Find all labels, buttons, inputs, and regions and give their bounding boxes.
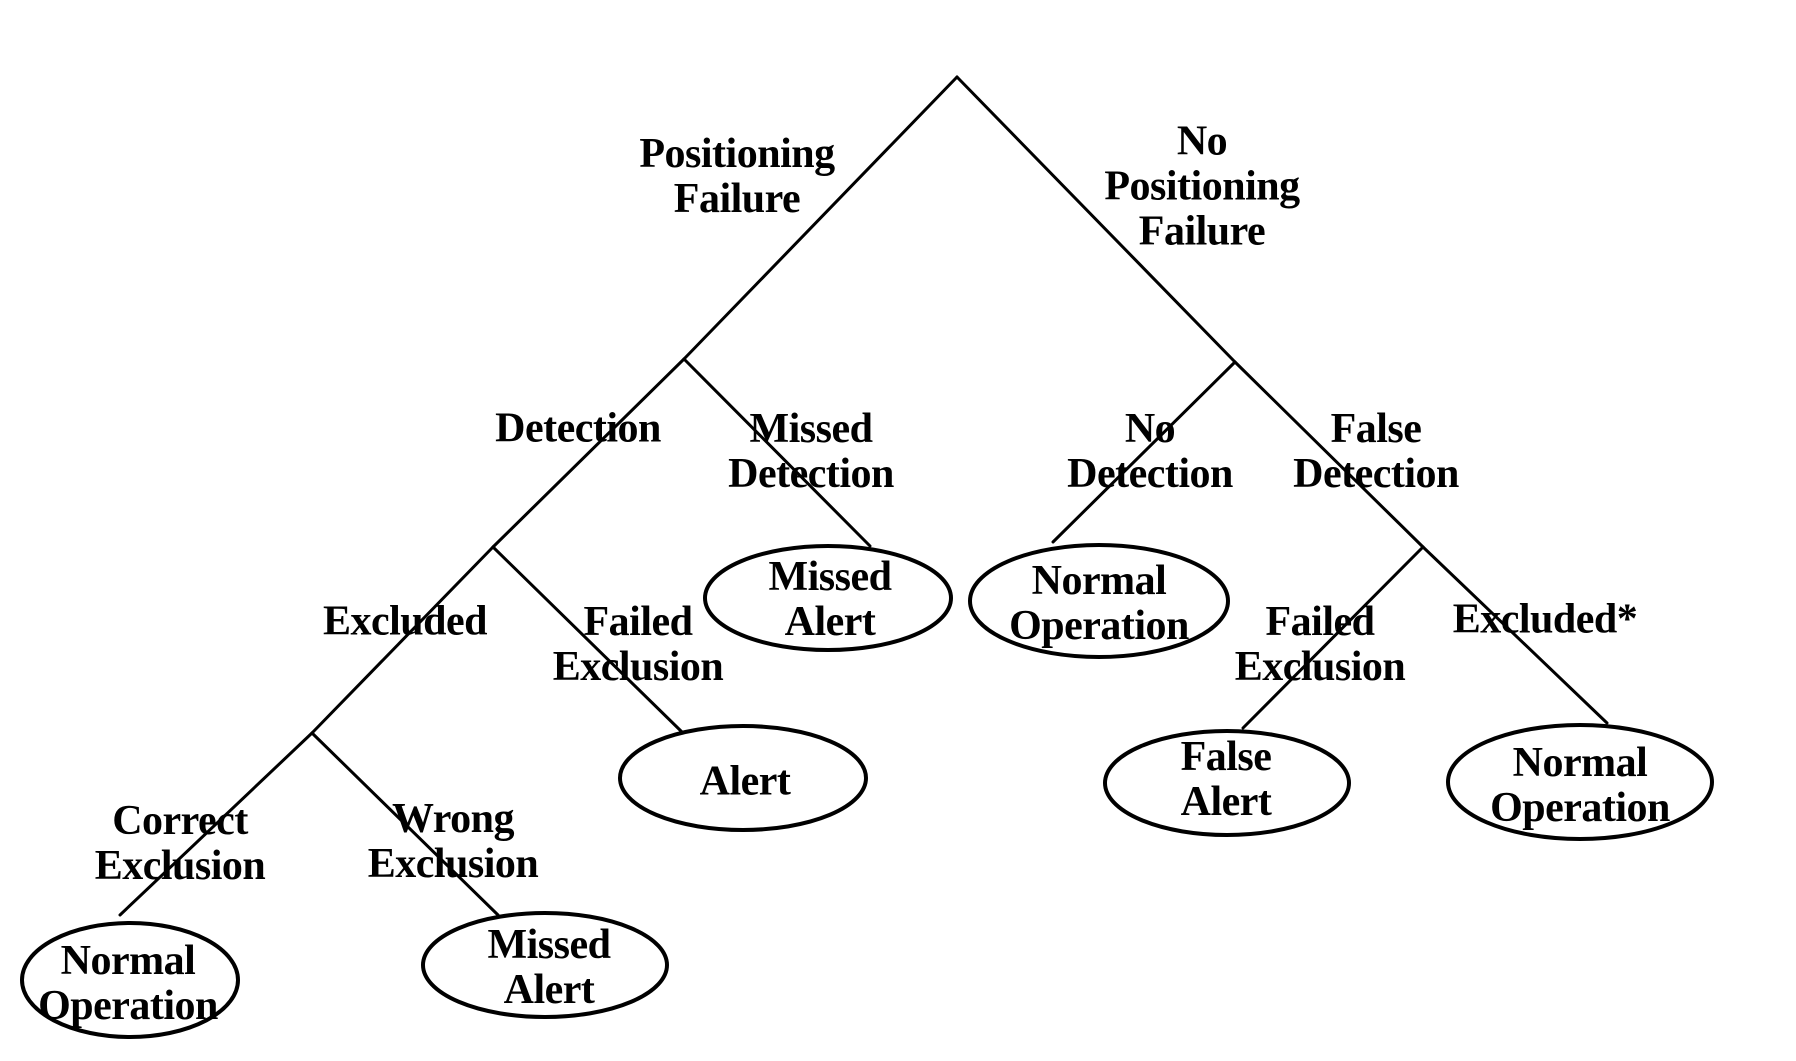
edge-line-false-detection bbox=[1233, 360, 1425, 549]
outcome-ellipse-missed-alert-lower bbox=[421, 911, 669, 1019]
outcome-label-missed-alert-upper: Missed Alert bbox=[768, 554, 893, 645]
edge-line-excluded-star bbox=[1421, 545, 1609, 725]
edge-line-failed-exclusion-right bbox=[1241, 545, 1425, 730]
edge-label-missed-detection: Missed Detection bbox=[728, 406, 894, 497]
outcome-ellipse-missed-alert-upper bbox=[703, 544, 953, 652]
outcome-ellipse-normal-operation-right bbox=[1446, 723, 1714, 841]
outcome-label-missed-alert-lower: Missed Alert bbox=[487, 922, 612, 1013]
edge-label-false-detection: False Detection bbox=[1293, 406, 1459, 497]
edge-label-correct-exclusion: Correct Exclusion bbox=[94, 798, 266, 889]
outcome-ellipse-normal-operation-mid bbox=[968, 543, 1230, 659]
edge-line-failed-exclusion-left bbox=[491, 545, 685, 735]
edge-label-no-detection: No Detection bbox=[1067, 406, 1233, 497]
outcome-label-normal-operation-mid: Normal Operation bbox=[1009, 558, 1189, 649]
edge-label-detection: Detection bbox=[495, 405, 661, 452]
edge-line-wrong-exclusion bbox=[310, 731, 500, 917]
edge-label-failed-exclusion-left: Failed Exclusion bbox=[552, 599, 724, 690]
edge-label-failed-exclusion-right: Failed Exclusion bbox=[1234, 599, 1406, 690]
outcome-label-normal-operation-right: Normal Operation bbox=[1490, 740, 1670, 831]
outcome-label-false-alert: False Alert bbox=[1180, 734, 1272, 825]
edge-label-excluded-star: Excluded* bbox=[1452, 596, 1638, 643]
edge-label-wrong-exclusion: Wrong Exclusion bbox=[367, 796, 539, 887]
outcome-label-alert: Alert bbox=[699, 758, 791, 805]
edge-line-positioning-failure bbox=[682, 75, 959, 361]
outcome-ellipse-false-alert bbox=[1103, 729, 1351, 837]
edge-line-no-detection bbox=[1051, 360, 1237, 544]
edge-line-detection bbox=[491, 357, 686, 549]
edge-line-excluded bbox=[310, 545, 495, 735]
edge-label-positioning-failure: Positioning Failure bbox=[639, 131, 835, 222]
edge-line-no-positioning-failure bbox=[955, 75, 1237, 364]
edge-label-excluded: Excluded bbox=[322, 598, 488, 645]
outcome-ellipse-alert bbox=[618, 724, 868, 832]
outcome-label-normal-operation-bottom-left: Normal Operation bbox=[38, 938, 218, 1029]
edge-label-no-positioning-failure: No Positioning Failure bbox=[1104, 118, 1300, 255]
outcome-ellipse-normal-operation-bottom-left bbox=[20, 921, 240, 1039]
edge-line-correct-exclusion bbox=[118, 731, 314, 917]
edge-line-missed-detection bbox=[682, 357, 872, 548]
